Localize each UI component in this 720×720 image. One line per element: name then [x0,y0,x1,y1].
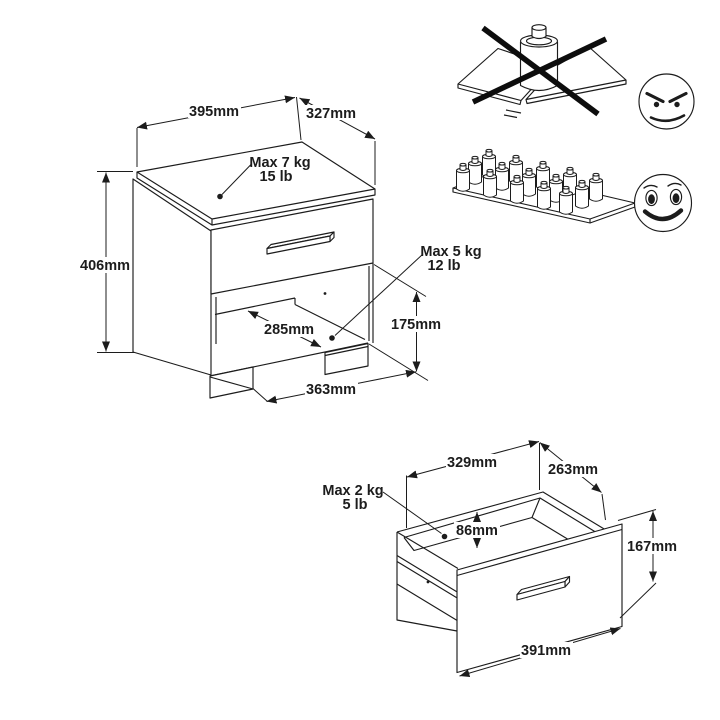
allowed-load-pictogram [452,148,693,233]
bottle-icon [522,167,536,197]
callout-shelf-load: Max 5 kg 12 lb [329,244,482,341]
dim-shelf-depth: 285mm [247,310,322,348]
dim-label-shelf-depth: 285mm [264,322,314,338]
dim-nightstand-top-width: 395mm [136,95,302,167]
runner-dot [426,580,430,584]
bottle-icon [456,162,470,192]
dim-label-drawer-top-width: 329mm [447,455,497,471]
bottle-icon [575,179,589,209]
callout-drawer-load: Max 2 kg 5 lb [322,483,448,540]
dim-drawer-front-height: 167mm [617,509,680,619]
prohibited-load-pictogram [457,24,695,130]
nightstand-left-foot [209,366,254,399]
drawer-load-lb: 5 lb [343,497,368,513]
nightstand-drawer-handle [266,231,335,255]
nightstand-top-edge [136,172,376,226]
nightstand-figure: 406mm 395mm 327mm Max 7 kg 15 lb Max 5 k [79,95,482,404]
nightstand-right-foot [324,342,369,376]
dim-label-opening-height: 175mm [391,317,441,333]
dim-drawer-top-width: 329mm [406,440,540,528]
cam-hole-dot [323,292,327,295]
leader-dot [217,193,223,200]
dim-nightstand-height: 406mm [79,171,135,353]
bottle-icon [495,161,509,191]
dim-label-top-width: 395mm [189,104,239,120]
dim-opening-height: 175mm [368,264,443,381]
dim-drawer-inner-height: 86mm [454,512,500,548]
dim-label-drawer-inner-height: 86mm [456,523,498,539]
top-load-lb: 15 lb [259,169,292,185]
top-load-kg: Max 7 kg [249,155,310,171]
drawer-handle [516,575,571,601]
prohibited-x-icon [471,25,608,117]
motion-dashes [503,109,522,119]
callout-top-load: Max 7 kg 15 lb [217,155,311,200]
dim-label-drawer-front-height: 167mm [627,539,677,555]
leader-dot [329,335,335,341]
shelf-load-kg: Max 5 kg [420,244,481,260]
dim-label-top-depth: 327mm [306,106,356,122]
leader-dot [441,533,448,540]
shelf-load-lb: 12 lb [427,258,460,274]
dim-label-drawer-top-depth: 263mm [548,462,598,478]
dim-label-base-width: 363mm [306,382,356,398]
bottle-icon [589,172,603,202]
dim-label-height: 406mm [80,258,130,274]
drawer-figure: 329mm 263mm Max 2 kg 5 lb 86mm 167mm [322,440,680,678]
dim-label-drawer-front-width: 391mm [521,643,571,659]
nightstand-side-panel [132,178,212,376]
drawer-front-top-edge [456,528,623,577]
angry-face-icon [638,73,695,130]
dim-nightstand-top-depth: 327mm [299,97,376,185]
dim-base-width: 363mm [252,369,417,404]
bottle-icon [468,155,482,185]
dim-drawer-front-width: 391mm [459,627,621,678]
dim-drawer-top-depth: 263mm [539,442,606,521]
drawer-load-kg: Max 2 kg [322,483,383,499]
happy-face-icon [633,173,693,233]
